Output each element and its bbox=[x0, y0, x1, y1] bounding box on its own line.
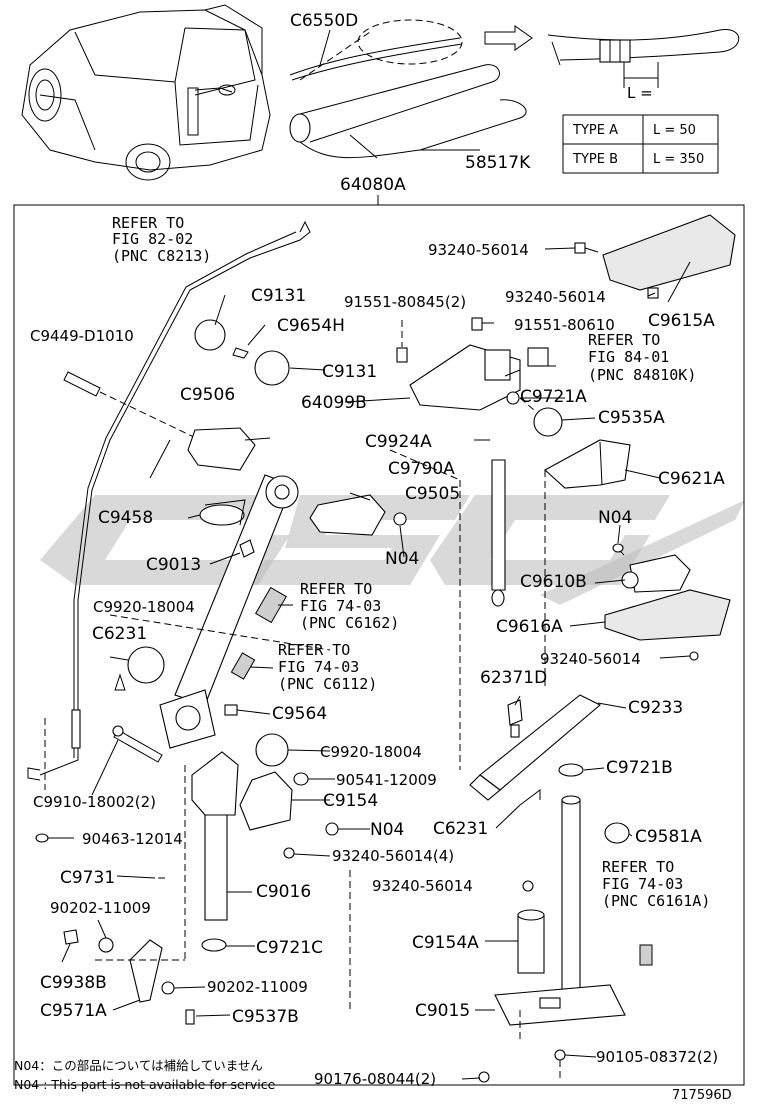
label-c9505: C9505 bbox=[405, 484, 460, 504]
label-90541-12009: 90541-12009 bbox=[336, 771, 437, 789]
label-c6231-a: C6231 bbox=[92, 624, 147, 644]
ref-c6112-line1: REFER TO bbox=[278, 641, 350, 659]
ref-c6161a-line1: REFER TO bbox=[602, 858, 674, 876]
label-c9016: C9016 bbox=[256, 882, 311, 902]
label-c9535a: C9535A bbox=[598, 408, 665, 428]
label-c9621a: C9621A bbox=[658, 469, 725, 489]
label-c9910: C9910-18002(2) bbox=[33, 793, 156, 811]
label-n04-b: N04 bbox=[385, 549, 419, 569]
label-c9938b: C9938B bbox=[40, 973, 107, 993]
label-c9615a: C9615A bbox=[648, 311, 715, 331]
ref-c6112-line2: FIG 74-03 bbox=[278, 658, 359, 676]
label-c9233: C9233 bbox=[628, 698, 683, 718]
label-93240-56014-c: 93240-56014 bbox=[540, 650, 641, 668]
label-91551-80610: 91551-80610 bbox=[514, 316, 615, 334]
label-c9616a: C9616A bbox=[496, 617, 563, 637]
ref-84810k-line2: FIG 84-01 bbox=[588, 348, 669, 366]
note-en: N04 : This part is not available for ser… bbox=[14, 1077, 276, 1092]
labels: C6550D 58517K 64080A L = TYPE A L = 50 T… bbox=[14, 11, 732, 1103]
label-c9571a: C9571A bbox=[40, 1001, 107, 1021]
kit-frame bbox=[13, 204, 745, 1086]
label-90105-08372: 90105-08372(2) bbox=[596, 1048, 718, 1066]
ref-c8213-line3: (PNC C8213) bbox=[112, 247, 211, 265]
length-table bbox=[562, 114, 719, 174]
table-length-a: L = 50 bbox=[653, 123, 696, 138]
label-n04-c: N04 bbox=[370, 820, 404, 840]
ref-c6162-line3: (PNC C6162) bbox=[300, 614, 399, 632]
label-93240-56014-a: 93240-56014 bbox=[428, 241, 529, 259]
label-90176-08044: 90176-08044(2) bbox=[314, 1070, 436, 1088]
label-64099b: 64099B bbox=[301, 393, 367, 413]
label-c9920-18004-b: C9920-18004 bbox=[320, 743, 422, 761]
label-c9721b: C9721B bbox=[606, 758, 673, 778]
label-c9506: C9506 bbox=[180, 385, 235, 405]
label-c9731: C9731 bbox=[60, 868, 115, 888]
vehicle-illustration bbox=[21, 4, 271, 181]
label-c9721c: C9721C bbox=[256, 938, 323, 958]
label-90202-11009-b: 90202-11009 bbox=[207, 978, 308, 996]
label-length: L = bbox=[627, 84, 653, 102]
ref-c8213-line1: REFER TO bbox=[112, 214, 184, 232]
label-c9449: C9449-D1010 bbox=[30, 327, 134, 345]
parts-drawing bbox=[27, 29, 736, 1083]
label-c9537b: C9537B bbox=[232, 1007, 299, 1027]
label-64080a: 64080A bbox=[340, 175, 406, 195]
label-c9131-b: C9131 bbox=[322, 362, 377, 382]
label-c9920-18004-a: C9920-18004 bbox=[93, 598, 195, 616]
label-c9131-a: C9131 bbox=[251, 286, 306, 306]
table-type-a: TYPE A bbox=[572, 123, 618, 138]
label-c9924a: C9924A bbox=[365, 432, 432, 452]
label-c9015: C9015 bbox=[415, 1001, 470, 1021]
label-c9654h: C9654H bbox=[277, 316, 345, 336]
label-c9610b: C9610B bbox=[520, 572, 587, 592]
label-62371d: 62371D bbox=[480, 668, 547, 688]
label-c9564: C9564 bbox=[272, 704, 327, 724]
note-jp: N04：この部品については補給していません bbox=[14, 1058, 263, 1073]
label-c6550d: C6550D bbox=[290, 11, 358, 31]
label-93240-56014-d: 93240-56014 bbox=[372, 877, 473, 895]
ref-c6161a-line2: FIG 74-03 bbox=[602, 875, 683, 893]
label-c9790a: C9790A bbox=[388, 459, 455, 479]
ref-84810k-line1: REFER TO bbox=[588, 331, 660, 349]
label-c9458: C9458 bbox=[98, 508, 153, 528]
mat-drawing bbox=[289, 64, 527, 159]
ref-c6161a-line3: (PNC C6161A) bbox=[602, 892, 710, 910]
table-type-b: TYPE B bbox=[572, 152, 618, 167]
label-c9721a: C9721A bbox=[520, 387, 587, 407]
watermark-logo bbox=[40, 495, 745, 605]
ref-c6112-line3: (PNC C6112) bbox=[278, 675, 377, 693]
strap-drawing bbox=[289, 19, 740, 88]
label-58517k: 58517K bbox=[465, 153, 531, 173]
label-c9013: C9013 bbox=[146, 555, 201, 575]
label-c6231-b: C6231 bbox=[433, 819, 488, 839]
label-n04-a: N04 bbox=[598, 508, 632, 528]
label-90202-11009-a: 90202-11009 bbox=[50, 899, 151, 917]
ref-c6162-line2: FIG 74-03 bbox=[300, 597, 381, 615]
label-90463-12014: 90463-12014 bbox=[82, 830, 183, 848]
diagram-code: 717596D bbox=[672, 1088, 732, 1103]
label-c9154a: C9154A bbox=[412, 933, 479, 953]
table-length-b: L = 350 bbox=[653, 152, 704, 167]
ref-84810k-line3: (PNC 84810K) bbox=[588, 366, 696, 384]
label-c9581a: C9581A bbox=[635, 827, 702, 847]
ref-c8213-line2: FIG 82-02 bbox=[112, 230, 193, 248]
label-93240-56014-b: 93240-56014 bbox=[505, 288, 606, 306]
label-c9154: C9154 bbox=[323, 791, 378, 811]
label-93240-56014-4: 93240-56014(4) bbox=[332, 847, 454, 865]
label-91551-80845: 91551-80845(2) bbox=[344, 293, 466, 311]
ref-c6162-line1: REFER TO bbox=[300, 580, 372, 598]
